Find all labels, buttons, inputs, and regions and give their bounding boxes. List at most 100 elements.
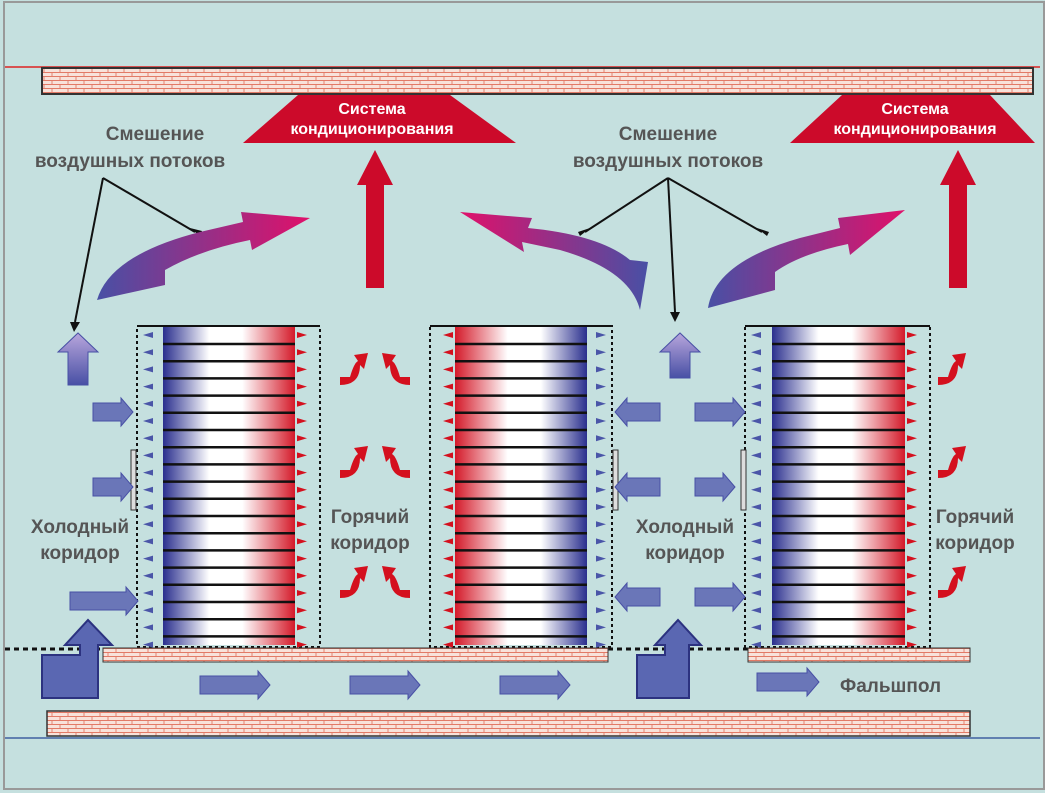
exhaust-arrow-icon (297, 332, 307, 338)
mixing-label-right-2: воздушных потоков (573, 151, 763, 172)
ac-unit-right: Система кондиционирования (790, 95, 1035, 143)
server-rack-2 (429, 325, 613, 648)
intake-arrow-icon (143, 383, 153, 390)
exhaust-arrow-icon (907, 607, 917, 614)
mixing-arrow-right (708, 210, 905, 308)
mixing-label-left-2: воздушных потоков (35, 151, 225, 172)
exhaust-arrow-icon (297, 590, 307, 596)
mixing-label-left-1: Смешение (106, 124, 204, 145)
intake-arrow-icon (751, 452, 761, 459)
intake-arrow-icon (751, 504, 761, 510)
intake-arrow-icon (596, 624, 606, 631)
exhaust-arrow-icon (443, 572, 453, 579)
intake-arrow-icon (751, 418, 761, 424)
exhaust-arrow-icon (443, 538, 453, 545)
hot-air-curl-arrow-icon (938, 446, 966, 478)
exhaust-arrow-icon (297, 641, 307, 648)
intake-arrow-icon (143, 469, 153, 476)
exhaust-arrow-icon (443, 624, 453, 631)
hot-air-curl-arrow-icon (340, 446, 368, 478)
cold-air-up-arrow-center (658, 332, 702, 379)
intake-arrow-icon (143, 624, 153, 631)
intake-arrow-icon (751, 383, 761, 390)
rack-servers (455, 327, 587, 645)
intake-arrow-icon (751, 641, 761, 648)
intake-arrow-icon (596, 590, 606, 596)
hot-air-curl-arrow-icon (938, 566, 966, 598)
exhaust-arrow-icon (907, 572, 917, 579)
exhaust-arrow-icon (443, 418, 453, 424)
intake-arrow-icon (596, 521, 606, 528)
intake-arrow-icon (143, 607, 153, 614)
intake-arrow-icon (143, 400, 153, 407)
ac-label-left-1: Система (338, 101, 405, 118)
ceiling-slab (41, 67, 1034, 95)
server-rack-3 (744, 325, 931, 648)
exhaust-arrow-icon (907, 469, 917, 476)
intake-arrow-icon (143, 504, 153, 510)
intake-arrow-icon (596, 452, 606, 459)
intake-arrow-icon (596, 366, 606, 373)
hot-air-curl-arrow-icon (382, 566, 410, 598)
rack-door-handle (612, 449, 619, 511)
exhaust-arrow-icon (907, 555, 917, 562)
server-rack-1 (136, 325, 321, 648)
intake-arrow-icon (143, 435, 153, 442)
exhaust-arrow-icon (907, 349, 917, 356)
exhaust-arrow-icon (907, 418, 917, 424)
exhaust-arrow-icon (297, 504, 307, 510)
intake-arrow-icon (596, 383, 606, 390)
intake-arrow-icon (143, 555, 153, 562)
intake-arrow-icon (751, 538, 761, 545)
frame-border (3, 1, 1045, 790)
intake-arrow-icon (596, 572, 606, 579)
intake-arrow-icon (596, 486, 606, 493)
exhaust-arrow-icon (907, 486, 917, 493)
intake-arrow-icon (751, 572, 761, 579)
exhaust-arrow-icon (297, 349, 307, 356)
cold-air-floor-up-arrow-left (41, 618, 115, 699)
exhaust-arrow-icon (443, 383, 453, 390)
cold-air-arrow-right-icon (92, 396, 134, 428)
exhaust-arrow-icon (443, 332, 453, 338)
intake-arrow-icon (596, 607, 606, 614)
intake-arrow-icon (751, 590, 761, 596)
pointer-arrowheads (70, 228, 769, 332)
exhaust-arrow-icon (297, 469, 307, 476)
exhaust-arrow-icon (443, 400, 453, 407)
exhaust-arrow-icon (297, 400, 307, 407)
hot-air-up-arrow-left (357, 150, 393, 288)
exhaust-arrow-icon (907, 641, 917, 648)
intake-arrow-icon (751, 332, 761, 338)
intake-arrow-icon (751, 521, 761, 528)
exhaust-arrow-icon (907, 332, 917, 338)
cold-air-arrow-right-icon (92, 471, 134, 503)
exhaust-arrow-icon (443, 452, 453, 459)
exhaust-arrow-icon (907, 452, 917, 459)
ac-label-right-1: Система (881, 101, 948, 118)
exhaust-arrow-icon (297, 486, 307, 493)
intake-arrow-icon (596, 504, 606, 510)
exhaust-arrow-icon (297, 418, 307, 424)
intake-arrow-icon (751, 486, 761, 493)
exhaust-arrow-icon (443, 555, 453, 562)
hot-air-curl-arrow-icon (938, 353, 966, 385)
hot-air-curl-arrow-icon (340, 353, 368, 385)
underfloor-air-arrow-icon (349, 669, 421, 701)
raised-floor-right (747, 647, 971, 663)
exhaust-arrow-icon (907, 366, 917, 373)
intake-arrow-icon (751, 435, 761, 442)
mixing-arrow-center (460, 212, 648, 310)
cold-air-arrow-left-icon (614, 581, 661, 613)
hot-air-up-arrow-right (940, 150, 976, 288)
mixing-arrow-left (97, 212, 310, 300)
underfloor-air-arrow-icon (199, 669, 271, 701)
intake-arrow-icon (143, 418, 153, 424)
hot-corridor-label-left-2: коридор (330, 533, 409, 554)
intake-arrow-icon (143, 486, 153, 493)
intake-arrow-icon (143, 641, 153, 648)
intake-arrow-icon (143, 332, 153, 338)
rack-servers (772, 327, 905, 645)
cold-air-arrow-right-icon (694, 471, 736, 503)
